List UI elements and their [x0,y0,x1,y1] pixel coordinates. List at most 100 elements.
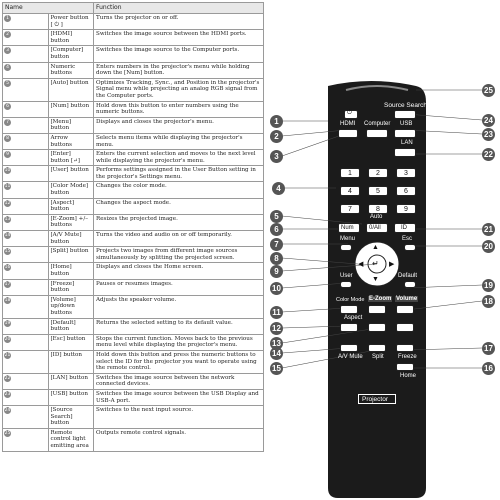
row-function: Pauses or resumes images. [93,278,264,296]
row-number: 13 [2,213,49,232]
esc-label: Esc [402,236,413,242]
row-button-name: [Default] button [47,317,94,335]
row-button-name: Remote control light emitting area [47,427,94,452]
callout-16: 16 [482,362,495,375]
numeric-button-5[interactable]: 5 [368,186,388,196]
row-number: 11 [2,181,49,199]
row-function: Displays and closes the Home screen. [93,262,264,280]
row-number: 3 [2,45,49,63]
callout-7: 7 [270,238,283,251]
esc-button[interactable] [404,244,416,251]
computer-button[interactable] [366,129,388,138]
aspect-label: Aspect [344,315,363,321]
menu-button[interactable] [340,244,352,251]
row-function: Switches the image source between the US… [93,388,264,407]
table-header-row: Name Function [2,2,264,14]
row-function: Enters numbers in the projector's menu w… [93,61,264,79]
row-number: 21 [2,349,49,374]
split-label: Split [372,354,384,360]
volume-up-button[interactable] [396,305,414,314]
callout-3: 3 [270,150,283,163]
enter-icon[interactable]: ↵ [372,259,379,268]
callout-20: 20 [482,240,495,253]
num-label: Num [341,225,354,231]
row-number: 2 [2,29,49,47]
ezoom-plus-button[interactable] [368,305,386,314]
hdmi-button[interactable] [338,129,358,138]
numeric-button-8[interactable]: 8 [368,204,388,214]
aspect-button[interactable] [340,323,358,332]
usb-label: USB [400,121,413,127]
row-button-name: [A/V Mute] button [47,230,94,248]
default-button[interactable] [404,281,416,288]
lan-button[interactable] [394,148,416,157]
split-button[interactable] [368,344,386,352]
usb-button[interactable] [394,129,416,138]
ezoom-minus-button[interactable] [368,323,386,332]
header-function: Function [93,2,264,14]
user-button[interactable] [340,281,352,288]
row-number: 19 [2,317,49,335]
power-button[interactable] [344,110,358,119]
source-search-button[interactable] [394,110,416,119]
av-mute-label: A/V Mute [338,354,363,360]
callout-19: 19 [482,279,495,292]
row-button-name: [Menu] button [47,116,94,134]
row-number: 7 [2,116,49,134]
numeric-button-1[interactable]: 1 [340,168,360,178]
numeric-button-label: 9 [404,206,408,213]
row-number: 16 [2,262,49,280]
callout-9: 9 [270,265,283,278]
numeric-button-6[interactable]: 6 [396,186,416,196]
auto-all-button[interactable]: 0/All [366,223,388,233]
av-mute-button[interactable] [340,344,358,352]
callout-6: 6 [270,223,283,236]
header-name: Name [2,2,94,14]
numeric-button-4[interactable]: 4 [340,186,360,196]
callout-12: 12 [270,322,283,335]
all-label: 0/All [369,225,381,231]
numeric-button-7[interactable]: 7 [340,204,360,214]
row-number: 10 [2,165,49,183]
row-button-name: [HDMI] button [47,29,94,47]
arrow-right-icon[interactable]: ▶ [389,261,395,268]
numeric-button-2[interactable]: 2 [368,168,388,178]
numeric-button-label: 3 [404,170,408,177]
numeric-button-label: 2 [376,170,380,177]
row-function: Turns the video and audio on or off temp… [93,230,264,248]
row-button-name: Numeric buttons [47,61,94,79]
row-number: 22 [2,372,49,390]
callout-25: 25 [482,84,495,97]
freeze-button[interactable] [396,344,414,352]
ezoom-label: E-Zoom [368,296,393,302]
row-number: 14 [2,230,49,248]
numeric-button-label: 7 [348,206,352,213]
row-number: 6 [2,100,49,118]
numeric-button-label: 4 [348,188,352,195]
volume-down-button[interactable] [396,323,414,332]
arrow-down-icon[interactable]: ▼ [372,276,379,283]
color-mode-button[interactable] [340,305,358,314]
id-button[interactable]: ID [394,223,416,233]
numeric-button-label: 6 [404,188,408,195]
arrow-up-icon[interactable]: ▲ [372,244,379,251]
callout-1: 1 [270,115,283,128]
default-label: Default [398,273,418,279]
numeric-button-9[interactable]: 9 [396,204,416,214]
home-button[interactable] [396,363,414,371]
row-number: 24 [2,405,49,429]
brand-label: Projector [362,396,389,403]
row-button-name: [Volume] up/down buttons [47,294,94,319]
callout-22: 22 [482,148,495,161]
num-button[interactable]: Num [338,223,360,233]
row-button-name: [LAN] button [47,372,94,390]
numeric-button-3[interactable]: 3 [396,168,416,178]
volume-label: Volume [395,296,419,302]
row-function: Switches the image source between the ne… [93,372,264,390]
arrow-left-icon[interactable]: ◀ [358,261,364,268]
callout-17: 17 [482,342,495,355]
